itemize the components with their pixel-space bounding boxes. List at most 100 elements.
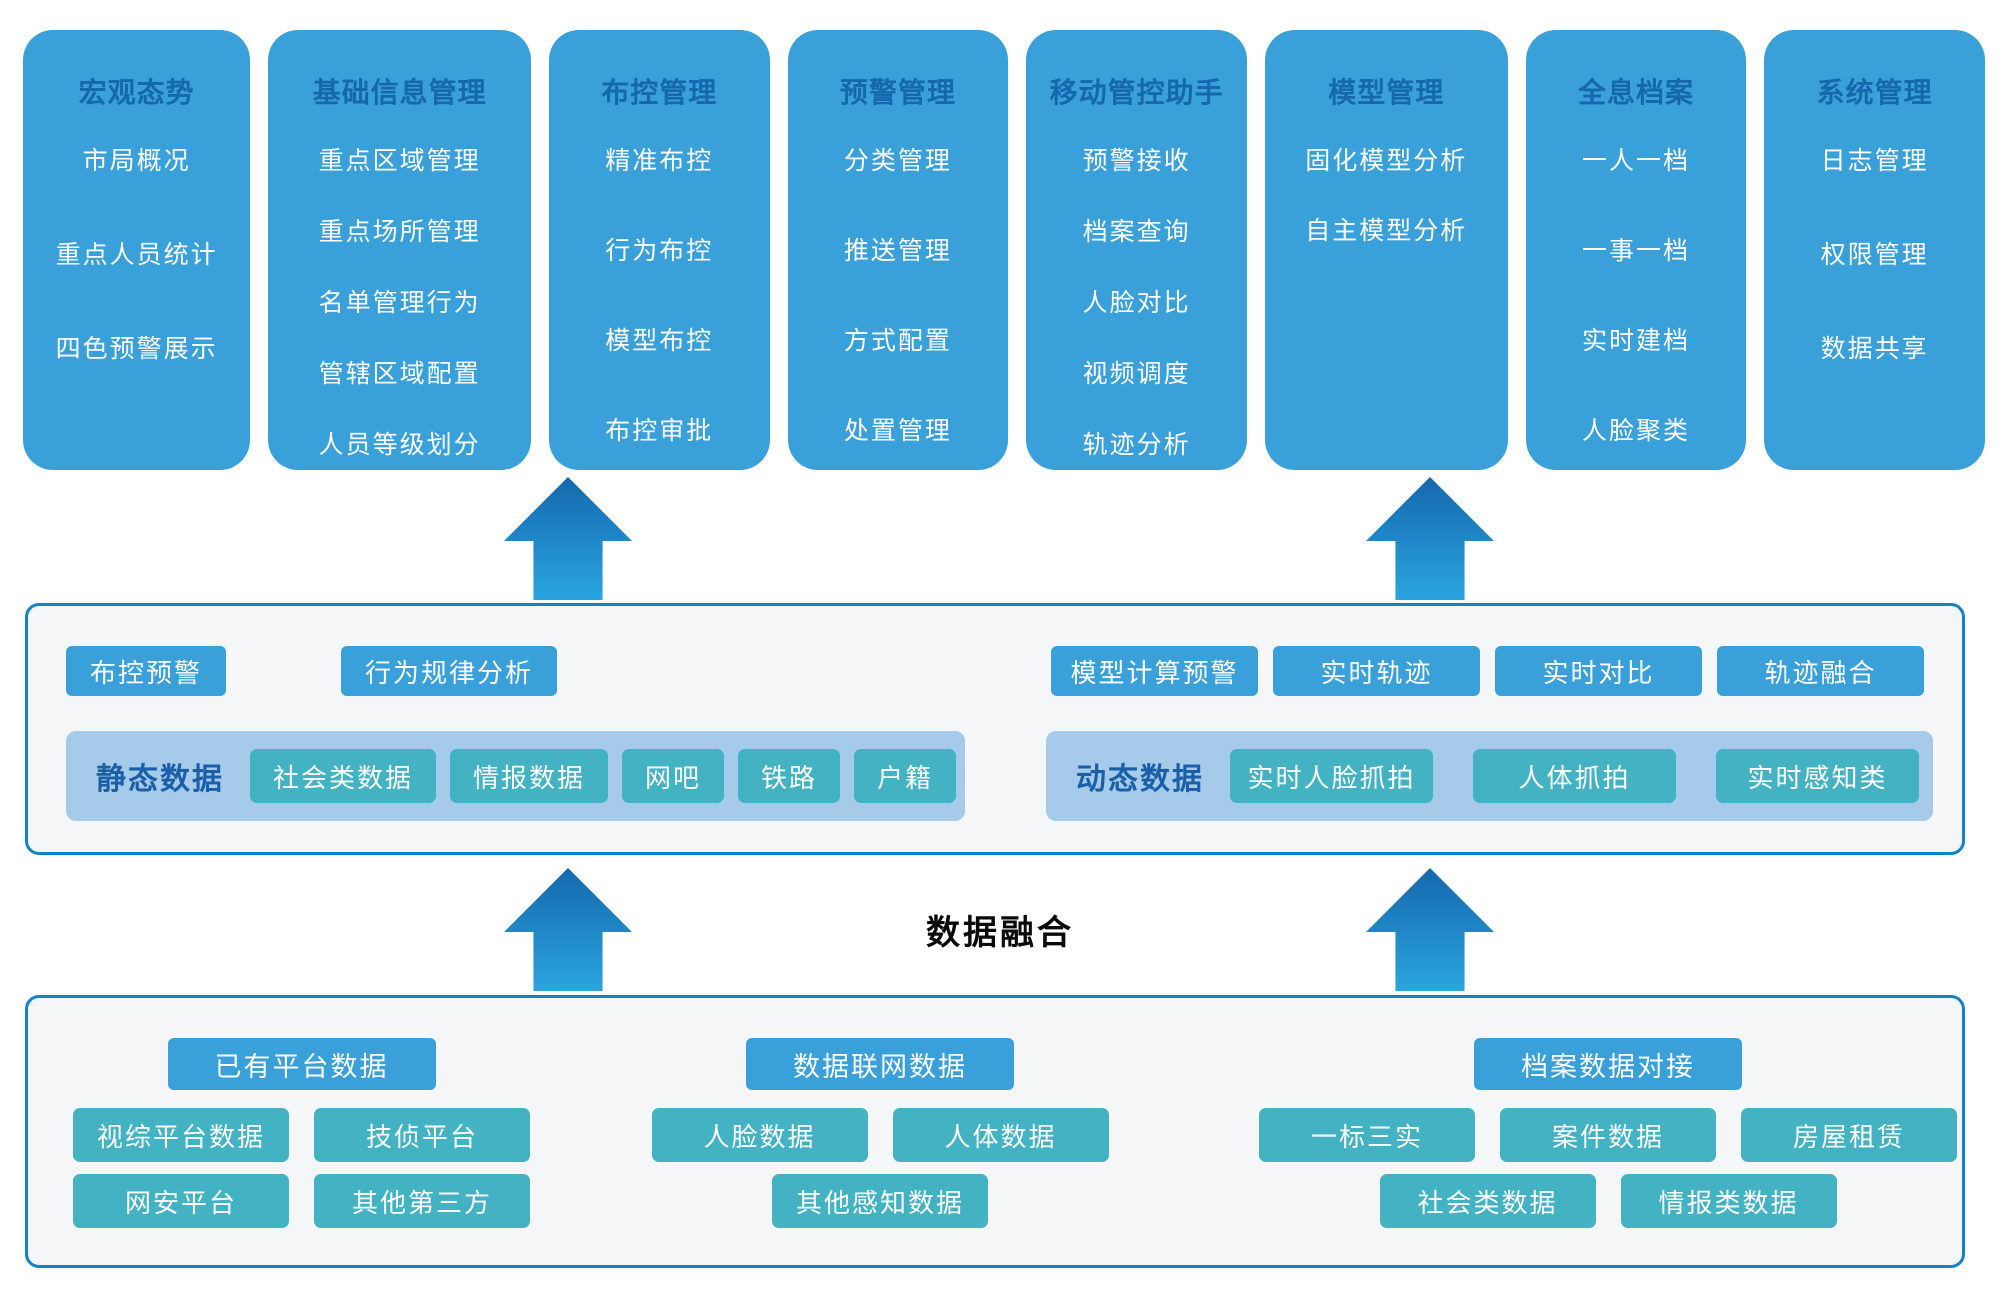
module-item: 分类管理 xyxy=(843,147,952,175)
module-item: 日志管理 xyxy=(1820,147,1929,175)
module-item-list: 一人一档一事一档实时建档人脸聚类 xyxy=(1582,148,1690,444)
up-arrow-top-right-icon xyxy=(1366,477,1494,600)
module-item: 数据共享 xyxy=(1820,335,1929,363)
module-item: 固化模型分析 xyxy=(1305,147,1468,175)
analysis-right-buttons: 模型计算预警实时轨迹实时对比轨迹融合 xyxy=(1051,646,1924,696)
module-item: 自主模型分析 xyxy=(1305,217,1468,245)
up-arrow-bottom-left-icon xyxy=(504,868,632,991)
dynamic-data-tag: 人体抓拍 xyxy=(1473,749,1676,803)
module-item: 一事一档 xyxy=(1581,237,1690,265)
static-data-tag: 网吧 xyxy=(622,749,725,803)
module-title: 全息档案 xyxy=(1577,77,1694,108)
module-item: 模型布控 xyxy=(605,327,714,355)
module-card: 移动管控助手预警接收档案查询人脸对比视频调度轨迹分析 xyxy=(1026,30,1247,470)
module-item-list: 分类管理推送管理方式配置处置管理 xyxy=(844,148,952,444)
source-tag: 一标三实 xyxy=(1259,1108,1475,1162)
module-item: 档案查询 xyxy=(1082,218,1191,246)
module-title: 系统管理 xyxy=(1816,77,1933,108)
analysis-layer-box: 布控预警行为规律分析 模型计算预警实时轨迹实时对比轨迹融合 静态数据 社会类数据… xyxy=(25,603,1965,855)
up-arrow-top-left-icon xyxy=(504,477,632,600)
module-title: 宏观态势 xyxy=(78,77,195,108)
static-data-tag: 情报数据 xyxy=(450,749,609,803)
dynamic-data-tags: 实时人脸抓拍人体抓拍实时感知类 xyxy=(1230,749,1919,803)
source-group-header: 数据联网数据 xyxy=(746,1038,1014,1090)
module-item: 一人一档 xyxy=(1581,147,1690,175)
module-item: 重点区域管理 xyxy=(318,147,481,175)
module-item: 权限管理 xyxy=(1820,241,1929,269)
module-item-list: 精准布控行为布控模型布控布控审批 xyxy=(605,148,713,444)
module-item: 推送管理 xyxy=(843,237,952,265)
module-title: 布控管理 xyxy=(601,77,718,108)
module-item-list: 日志管理权限管理数据共享 xyxy=(1821,148,1929,362)
module-title: 预警管理 xyxy=(839,77,956,108)
source-tag: 技侦平台 xyxy=(314,1108,530,1162)
analysis-button: 实时轨迹 xyxy=(1273,646,1480,696)
module-item: 布控审批 xyxy=(605,417,714,445)
module-item: 人员等级划分 xyxy=(318,431,481,459)
static-data-tag: 铁路 xyxy=(738,749,841,803)
source-tag: 人体数据 xyxy=(892,1108,1109,1162)
analysis-left-buttons: 布控预警行为规律分析 xyxy=(66,646,558,696)
source-group: 档案数据对接一标三实案件数据房屋租赁社会类数据情报类数据 xyxy=(1254,1038,1962,1240)
module-item: 名单管理行为 xyxy=(318,289,481,317)
module-card: 宏观态势市局概况重点人员统计四色预警展示 xyxy=(23,30,251,470)
source-row: 人脸数据人体数据 xyxy=(651,1108,1109,1162)
module-item: 实时建档 xyxy=(1581,327,1690,355)
module-item-list: 预警接收档案查询人脸对比视频调度轨迹分析 xyxy=(1083,148,1191,458)
module-item: 人脸聚类 xyxy=(1581,417,1690,445)
static-data-label: 静态数据 xyxy=(96,763,224,796)
module-card: 全息档案一人一档一事一档实时建档人脸聚类 xyxy=(1525,30,1747,470)
module-item: 人脸对比 xyxy=(1082,289,1191,317)
module-item: 处置管理 xyxy=(843,417,952,445)
source-row: 视综平台数据技侦平台 xyxy=(73,1108,530,1162)
dynamic-data-panel: 动态数据 实时人脸抓拍人体抓拍实时感知类 xyxy=(1046,731,1933,821)
module-item: 重点场所管理 xyxy=(318,218,481,246)
static-data-tags: 社会类数据情报数据网吧铁路户籍 xyxy=(250,749,957,803)
source-tag: 视综平台数据 xyxy=(73,1108,289,1162)
module-item: 轨迹分析 xyxy=(1082,431,1191,459)
module-item-list: 重点区域管理重点场所管理名单管理行为管辖区域配置人员等级划分 xyxy=(319,148,481,458)
source-tag: 房屋租赁 xyxy=(1741,1108,1957,1162)
module-item: 四色预警展示 xyxy=(55,335,218,363)
module-item: 管辖区域配置 xyxy=(318,360,481,388)
source-tag: 其他感知数据 xyxy=(772,1174,988,1228)
source-tag: 社会类数据 xyxy=(1379,1174,1596,1228)
source-group: 数据联网数据人脸数据人体数据其他感知数据 xyxy=(626,1038,1134,1240)
source-row: 网安平台其他第三方 xyxy=(73,1174,530,1228)
static-data-tag: 户籍 xyxy=(854,749,957,803)
dynamic-data-label: 动态数据 xyxy=(1076,763,1204,796)
source-group: 已有平台数据视综平台数据技侦平台网安平台其他第三方 xyxy=(60,1038,543,1240)
analysis-button: 实时对比 xyxy=(1495,646,1702,696)
module-item: 行为布控 xyxy=(605,237,714,265)
dynamic-data-tag: 实时人脸抓拍 xyxy=(1230,749,1433,803)
module-title: 模型管理 xyxy=(1328,77,1445,108)
source-tag: 网安平台 xyxy=(73,1174,289,1228)
module-title: 基础信息管理 xyxy=(312,77,487,108)
analysis-button: 模型计算预警 xyxy=(1051,646,1258,696)
module-card: 基础信息管理重点区域管理重点场所管理名单管理行为管辖区域配置人员等级划分 xyxy=(268,30,531,470)
module-item: 市局概况 xyxy=(82,147,191,175)
module-item-list: 固化模型分析自主模型分析 xyxy=(1305,148,1467,244)
source-row: 一标三实案件数据房屋租赁 xyxy=(1259,1108,1957,1162)
module-title: 移动管控助手 xyxy=(1049,77,1224,108)
analysis-button: 轨迹融合 xyxy=(1717,646,1924,696)
module-item: 精准布控 xyxy=(605,147,714,175)
source-group-header: 档案数据对接 xyxy=(1474,1038,1742,1090)
source-tag: 情报类数据 xyxy=(1620,1174,1837,1228)
modules-row: 宏观态势市局概况重点人员统计四色预警展示基础信息管理重点区域管理重点场所管理名单… xyxy=(23,30,1985,470)
module-item: 重点人员统计 xyxy=(55,241,218,269)
up-arrow-bottom-right-icon xyxy=(1366,868,1494,991)
source-row: 其他感知数据 xyxy=(772,1174,988,1228)
module-item: 预警接收 xyxy=(1082,147,1191,175)
source-layer-box: 已有平台数据视综平台数据技侦平台网安平台其他第三方数据联网数据人脸数据人体数据其… xyxy=(25,995,1965,1268)
module-card: 模型管理固化模型分析自主模型分析 xyxy=(1264,30,1508,470)
analysis-button: 行为规律分析 xyxy=(341,646,558,696)
module-item-list: 市局概况重点人员统计四色预警展示 xyxy=(56,148,218,362)
module-card: 布控管理精准布控行为布控模型布控布控审批 xyxy=(548,30,770,470)
module-item: 方式配置 xyxy=(843,327,952,355)
module-card: 系统管理日志管理权限管理数据共享 xyxy=(1764,30,1985,470)
module-item: 视频调度 xyxy=(1082,360,1191,388)
source-group-header: 已有平台数据 xyxy=(167,1038,436,1090)
module-card: 预警管理分类管理推送管理方式配置处置管理 xyxy=(787,30,1009,470)
